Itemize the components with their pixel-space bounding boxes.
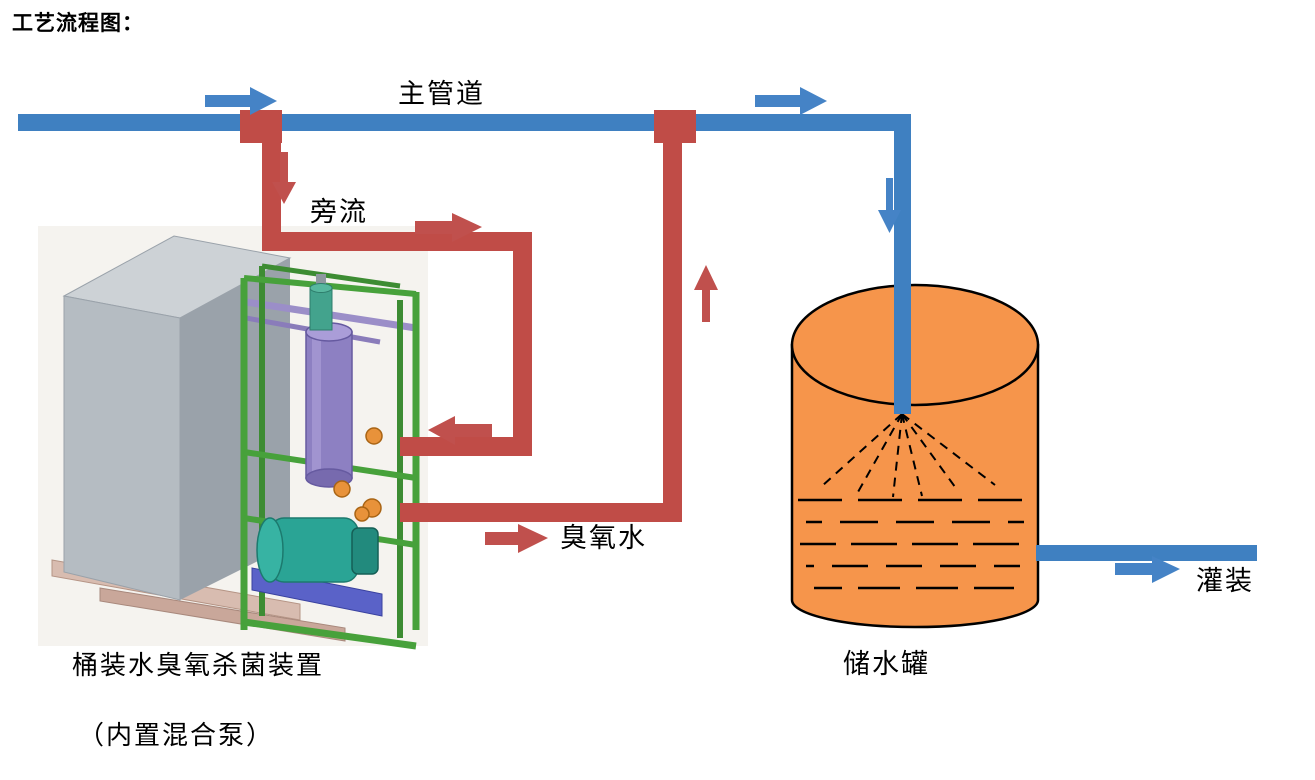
- spray-ray: [821, 413, 903, 487]
- bypass-pipe-down-1: [262, 140, 281, 251]
- tank-top-ellipse: [790, 283, 1040, 407]
- pipe-tee-right: [654, 110, 696, 143]
- main-flow-arrow-right-icon: [755, 87, 827, 115]
- top-pump-body: [309, 287, 333, 331]
- storage-tank: [790, 283, 1040, 629]
- pipe-tee-left: [240, 110, 282, 143]
- bypass-pipe-down-2: [513, 232, 532, 456]
- main-pipe-down-to-tank: [894, 114, 911, 414]
- tank-inlet-down-arrow-icon: [878, 178, 901, 233]
- ozone-water-pipe-horizontal: [400, 503, 682, 522]
- pump-top-fitting: [354, 506, 370, 522]
- device-note-label: （内置混合泵）: [78, 721, 275, 750]
- tank-body: [790, 343, 1040, 629]
- filling-label: 灌装: [1196, 566, 1254, 596]
- bypass-pipe-horizontal: [262, 232, 532, 251]
- into-device-left-arrow-icon: [428, 416, 492, 445]
- contact-tower-highlight: [312, 338, 321, 474]
- top-pump-cap: [316, 274, 326, 288]
- valve-upper: [365, 427, 383, 445]
- main-pipe-horizontal: [18, 114, 911, 131]
- return-up-arrow-icon: [694, 265, 718, 322]
- water-level-lines: [798, 498, 1030, 590]
- storage-tank-label: 储水罐: [843, 649, 930, 679]
- bypass-right-arrow-icon: [415, 213, 482, 242]
- top-pump-top: [309, 283, 333, 293]
- page-title: 工艺流程图：: [12, 11, 144, 35]
- main-flow-arrow-left-icon: [205, 87, 277, 115]
- ozone-water-label: 臭氧水: [560, 523, 647, 553]
- filling-right-arrow-icon: [1115, 556, 1180, 583]
- main-pipe-label: 主管道: [398, 79, 485, 109]
- spray-ray: [901, 413, 923, 497]
- spray-pattern: [821, 413, 996, 498]
- bypass-label: 旁流: [310, 197, 368, 227]
- spray-ray: [901, 413, 996, 486]
- spray-ray: [892, 413, 903, 498]
- mixing-pump-motor: [351, 527, 379, 575]
- bypass-down-arrow-icon: [272, 152, 296, 204]
- valve-middle: [333, 480, 351, 498]
- ozone-water-pipe-up: [663, 140, 682, 522]
- cabinet-front-face: [63, 295, 181, 601]
- frame-beam-top-back: [261, 263, 401, 289]
- frame-beam-bottom: [243, 618, 417, 650]
- device-name-label: 桶装水臭氧杀菌装置: [72, 651, 325, 680]
- mixing-pump-end-cap: [256, 517, 284, 583]
- tank-outlet-pipe: [1036, 545, 1257, 561]
- ozone-water-right-arrow-icon: [485, 524, 548, 553]
- bypass-pipe-into-device: [400, 437, 532, 456]
- ozone-device-illustration: [38, 226, 428, 650]
